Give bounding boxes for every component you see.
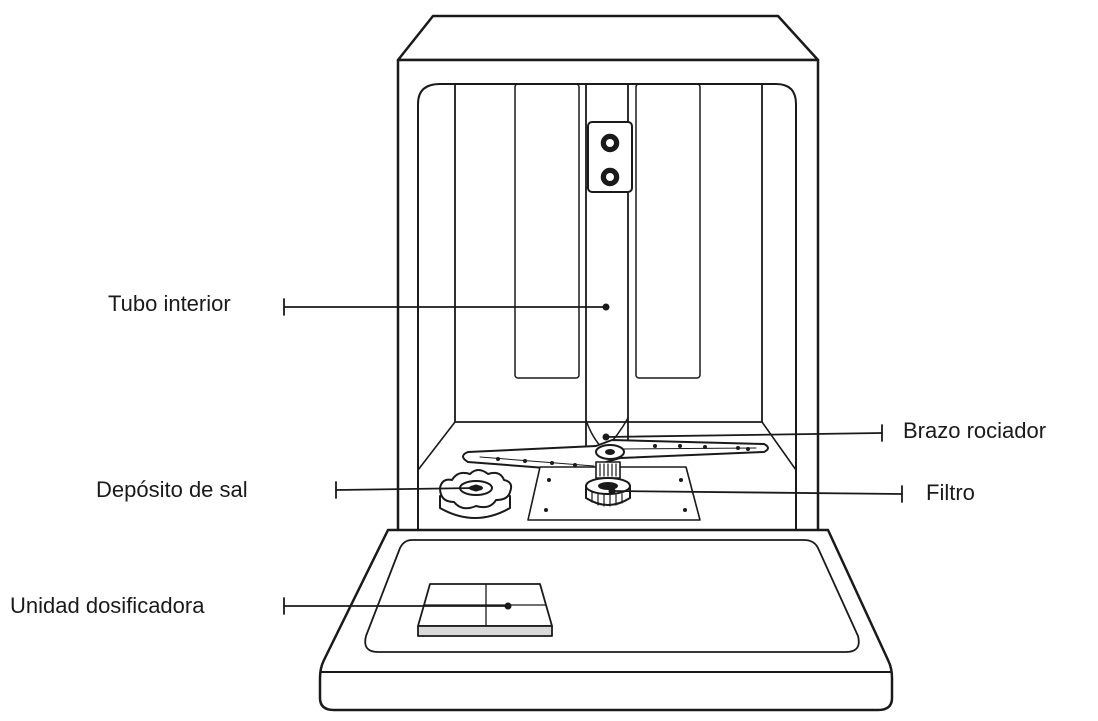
door-inner bbox=[364, 539, 860, 653]
tube-connector bbox=[587, 121, 633, 193]
label-tubo-interior: Tubo interior bbox=[108, 291, 231, 316]
label-brazo-rociador: Brazo rociador bbox=[903, 418, 1047, 443]
dispenser-unit bbox=[417, 583, 553, 637]
label-unidad-dosificadora: Unidad dosificadora bbox=[10, 593, 205, 618]
label-deposito-de-sal: Depósito de sal bbox=[96, 477, 248, 502]
back-panel-right bbox=[635, 83, 701, 379]
leader-lines bbox=[283, 298, 903, 615]
back-wall bbox=[454, 83, 763, 423]
label-filtro: Filtro bbox=[926, 480, 975, 505]
top-cover bbox=[396, 14, 820, 62]
back-panel-left bbox=[514, 83, 580, 379]
door-outer bbox=[318, 528, 894, 712]
